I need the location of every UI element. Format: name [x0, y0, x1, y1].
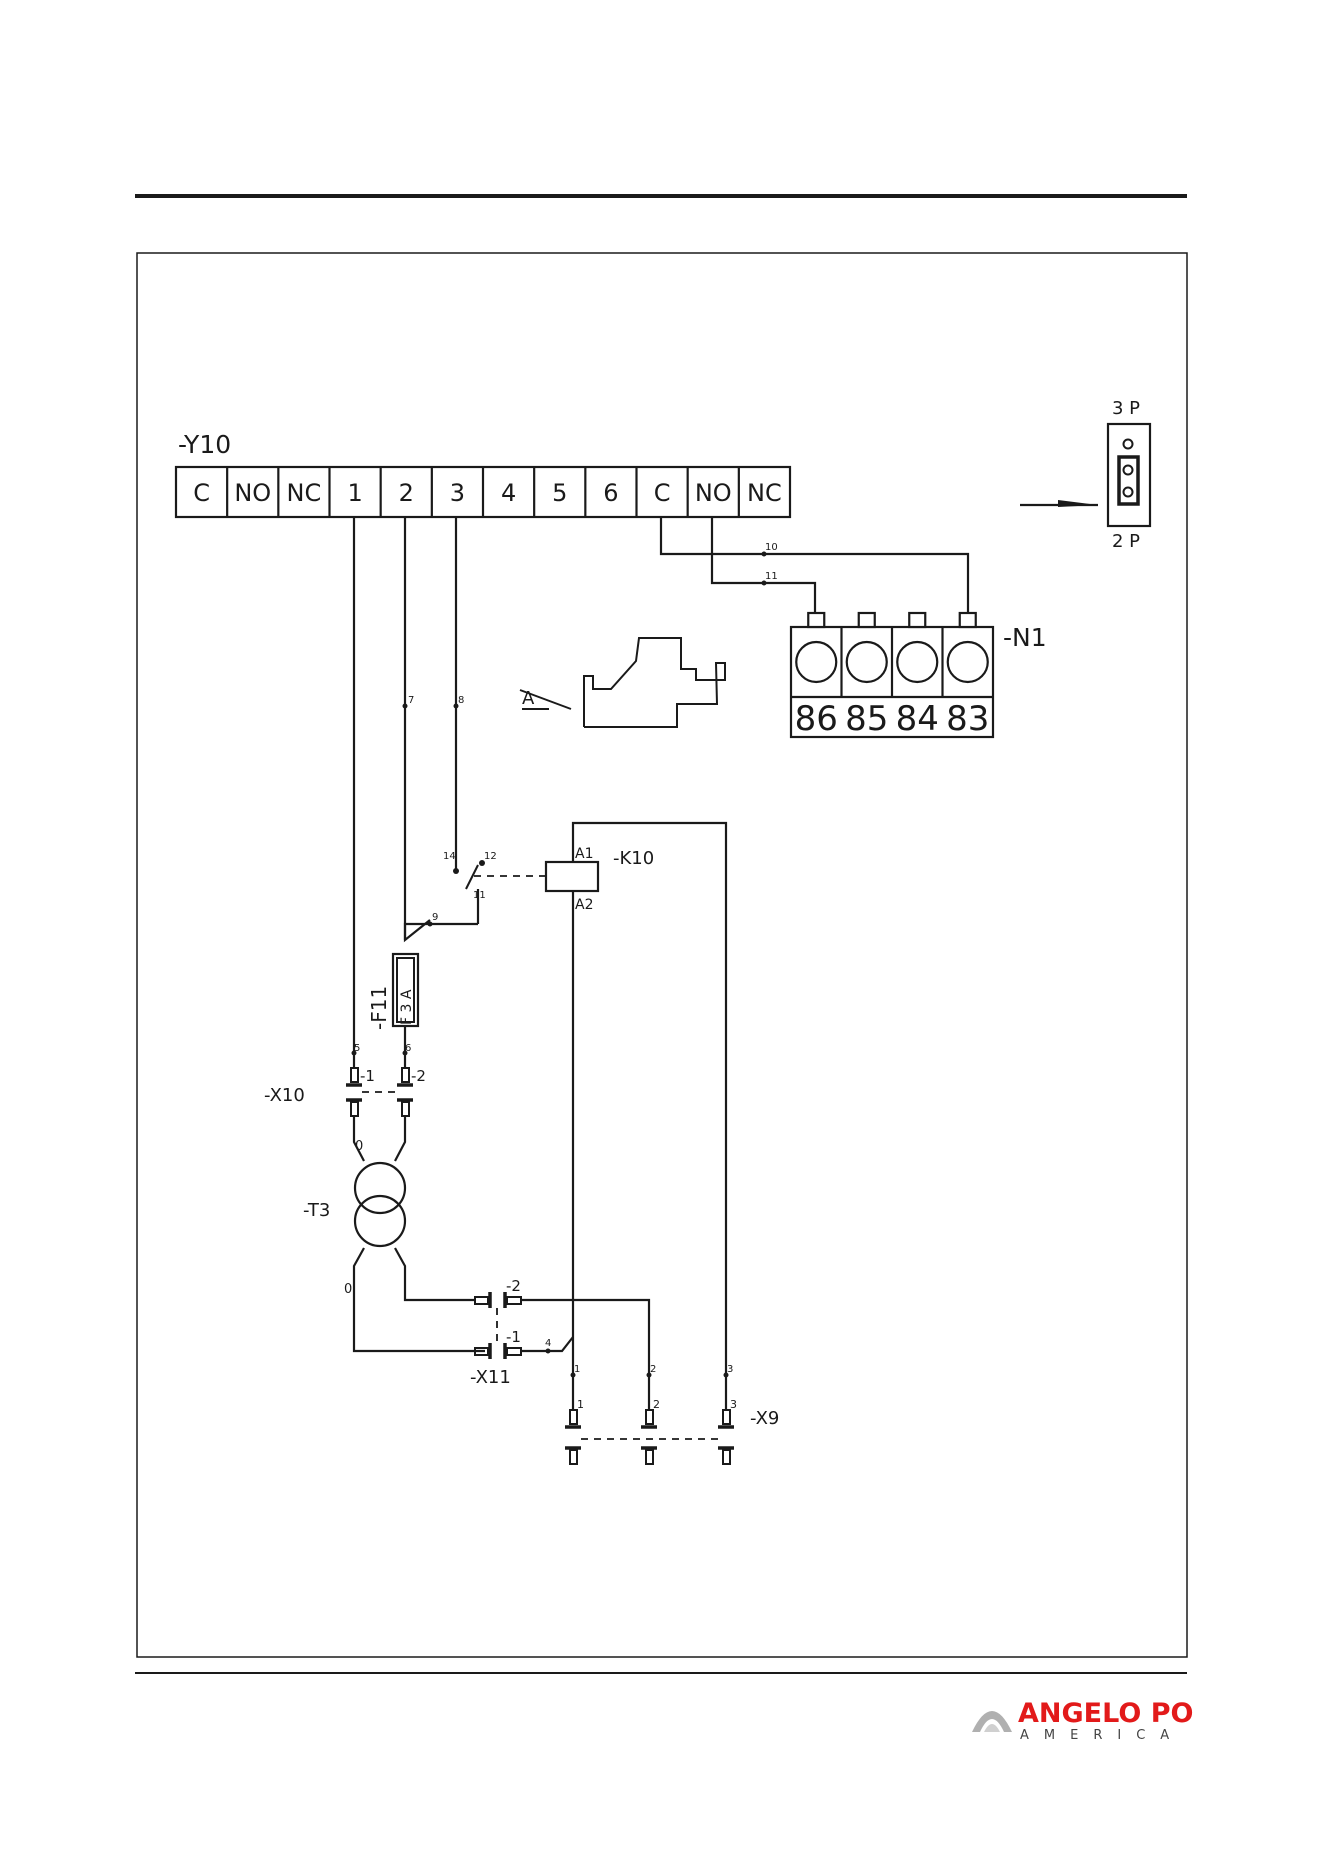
- y10-cell-7: 5: [552, 479, 567, 507]
- jumper-top-label: 3 P: [1112, 398, 1140, 419]
- wire-7: [405, 517, 430, 940]
- x10-pin-1: -1: [360, 1067, 375, 1085]
- n1-terminal-83: 83: [946, 699, 989, 739]
- y10-cell-3: 1: [347, 479, 362, 507]
- fuse-f11: F 3 A -F11: [367, 954, 418, 1030]
- contact-11-label: 11: [473, 890, 486, 901]
- logo-brand: ANGELO PO: [1018, 1698, 1193, 1729]
- terminal-block-y10: -Y10 C NO NC 1 2 3 4 5 6 C NO NC: [176, 430, 790, 517]
- wire-1-label: 1: [574, 1364, 580, 1375]
- wire-11-label: 11: [765, 571, 778, 582]
- f11-rating: F 3 A: [399, 989, 415, 1025]
- angelo-po-logo: ANGELO PO AMERICA: [972, 1698, 1193, 1743]
- contact-14-label: 14: [443, 851, 456, 862]
- connector-x9: -X9 1 2 3 1 2 3: [565, 1364, 779, 1464]
- wire-11: [712, 517, 815, 613]
- x11-label: -X11: [470, 1367, 511, 1388]
- connector-x10: -X10 -1 -2: [264, 1067, 426, 1116]
- y10-cell-5: 3: [450, 479, 465, 507]
- n1-label: -N1: [1003, 623, 1047, 652]
- y10-cell-1: NO: [234, 479, 271, 507]
- x9-pin-3: 3: [730, 1398, 737, 1411]
- y10-cell-10: NO: [695, 479, 732, 507]
- logo-sub: AMERICA: [1020, 1728, 1184, 1743]
- x9-label: -X9: [750, 1408, 779, 1429]
- wire-9-label: 9: [432, 912, 438, 923]
- x10-label: -X10: [264, 1085, 305, 1106]
- contact-12-label: 12: [484, 851, 497, 862]
- wire-8-label: 8: [458, 695, 464, 706]
- n1-terminal-tab: [808, 613, 824, 627]
- y10-cell-8: 6: [603, 479, 618, 507]
- detail-a: A: [520, 638, 725, 727]
- y10-cell-11: NC: [747, 479, 782, 507]
- n1-terminal-tab: [960, 613, 976, 627]
- wire-3-label: 3: [727, 1364, 733, 1375]
- wire-4-label: 4: [545, 1338, 551, 1349]
- wire-5-label: 5: [354, 1043, 360, 1054]
- wire-7-label: 7: [408, 695, 414, 706]
- t3-secondary-label: 0: [344, 1282, 352, 1297]
- n1-terminal-85: 85: [845, 699, 888, 739]
- wire-2: [521, 1300, 649, 1410]
- y10-cell-0: C: [193, 479, 210, 507]
- n1-terminal-tab: [909, 613, 925, 627]
- y10-cell-6: 4: [501, 479, 516, 507]
- relay-k10-coil: -K10 A1 A2: [546, 846, 654, 913]
- wire-2-label: 2: [650, 1364, 656, 1375]
- wire-10-label: 10: [765, 542, 778, 553]
- k10-a2-label: A2: [575, 897, 593, 913]
- k10-a1-label: A1: [575, 846, 593, 862]
- n1-terminal-84: 84: [896, 699, 939, 739]
- y10-cell-4: 2: [399, 479, 414, 507]
- y10-cell-9: C: [654, 479, 671, 507]
- connector-x11: -X11 -2 -1: [470, 1277, 521, 1388]
- x9-pin-2: 2: [653, 1398, 660, 1411]
- t3-label: -T3: [303, 1200, 330, 1221]
- wire-6-label: 6: [405, 1043, 411, 1054]
- n1-terminal-tab: [859, 613, 875, 627]
- y10-label: -Y10: [178, 430, 231, 459]
- x10-pin-2: -2: [411, 1067, 426, 1085]
- f11-label: -F11: [367, 986, 391, 1030]
- y10-cell-2: NC: [287, 479, 322, 507]
- x11-pin-2: -2: [506, 1277, 521, 1295]
- n1-terminal-86: 86: [795, 699, 838, 739]
- t3-primary-label: 0: [355, 1139, 363, 1154]
- relay-k10-contacts: 14 12 11: [443, 851, 546, 924]
- x11-pin-1: -1: [506, 1328, 521, 1346]
- diagram-frame: [137, 253, 1187, 1657]
- transformer-t3: -T3 0 0: [303, 1116, 485, 1351]
- x9-pin-1: 1: [577, 1398, 584, 1411]
- jumper-selector: 3 P 2 P: [1020, 398, 1150, 552]
- k10-label: -K10: [613, 848, 654, 869]
- jumper-bottom-label: 2 P: [1112, 531, 1140, 552]
